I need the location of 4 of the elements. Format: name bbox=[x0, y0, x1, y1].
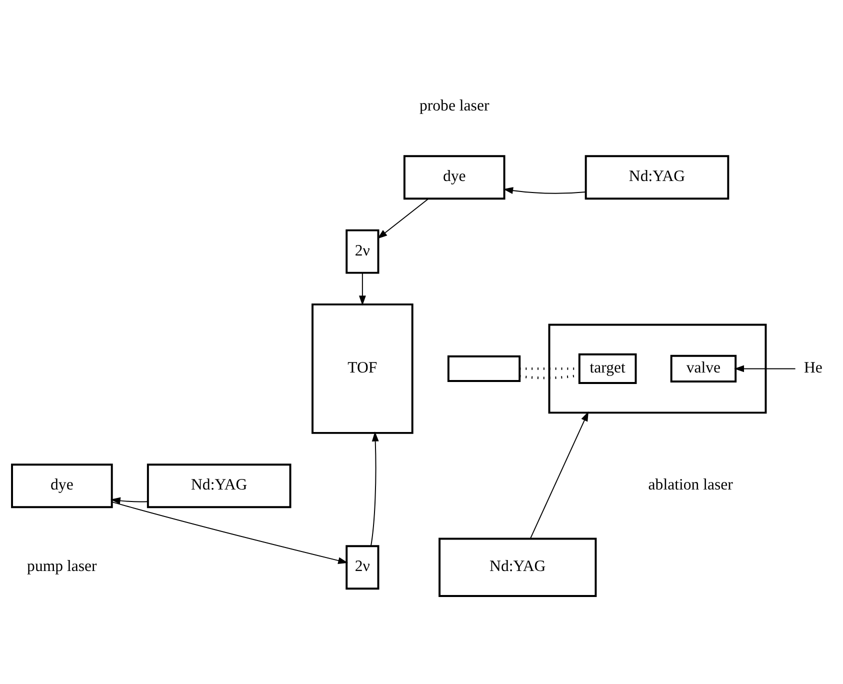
label: ablation laser bbox=[648, 476, 733, 494]
label: pump laser bbox=[27, 558, 97, 575]
node-text: He bbox=[804, 358, 822, 376]
label: probe laser bbox=[419, 97, 490, 114]
